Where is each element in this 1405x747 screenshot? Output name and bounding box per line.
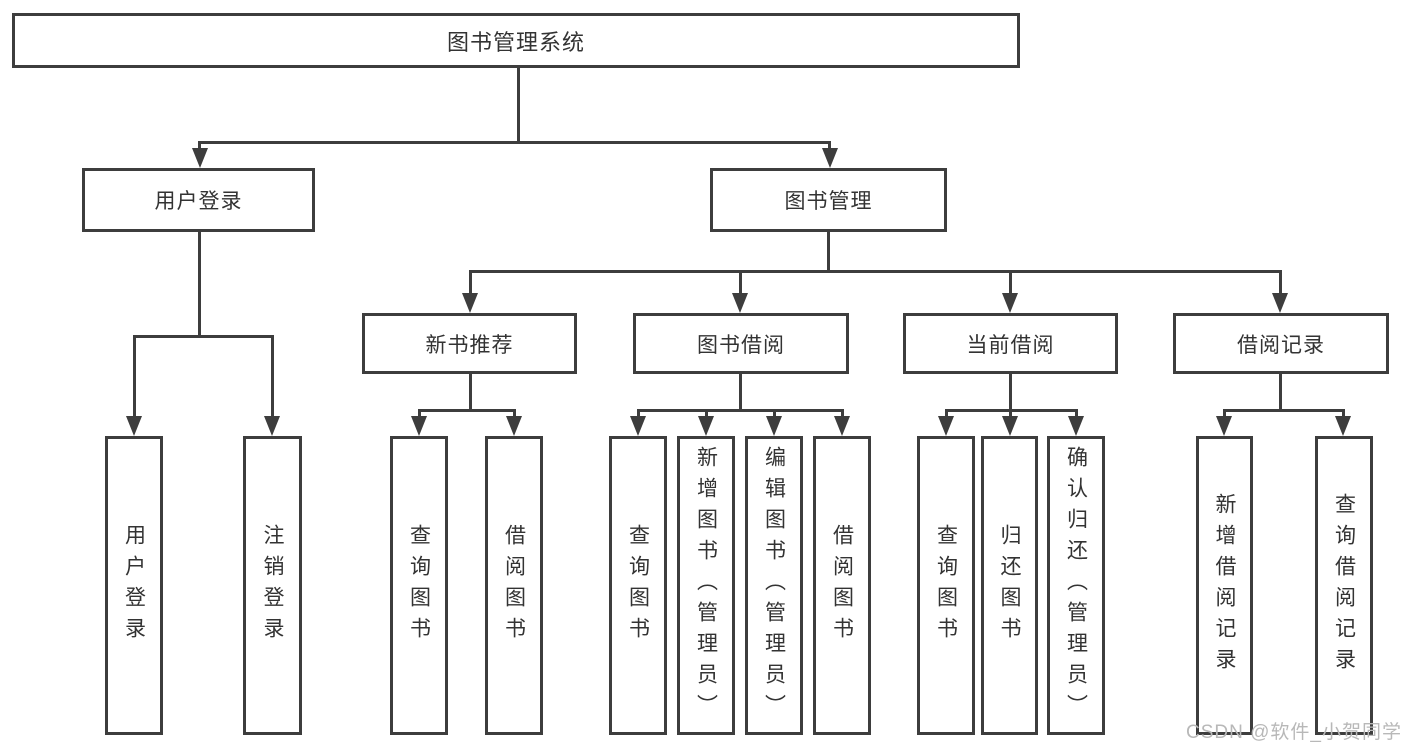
csdn-watermark: CSDN @软件_小贺同学 [1186, 722, 1402, 743]
leaf-label: 借阅图书 [830, 523, 854, 648]
connector-line [637, 409, 640, 421]
connector-line [418, 409, 516, 412]
arrow-down-icon [192, 148, 208, 168]
connector-line [827, 232, 830, 272]
node-label: 用户登录 [154, 190, 243, 213]
leaf-edit-books-admin: 编辑图书（管理员） [745, 436, 803, 735]
leaf-label: 查询借阅记录 [1332, 492, 1356, 679]
leaf-add-books-admin: 新增图书（管理员） [677, 436, 735, 735]
node-book-management: 图书管理 [710, 168, 947, 232]
connector-line [637, 409, 843, 412]
leaf-logout: 注销登录 [243, 436, 302, 735]
arrow-down-icon [630, 416, 646, 436]
leaf-query-books: 查询图书 [609, 436, 667, 735]
leaf-label: 查询图书 [407, 523, 431, 648]
connector-line [945, 409, 948, 421]
node-borrow-records: 借阅记录 [1173, 313, 1389, 374]
connector-line [517, 66, 520, 143]
arrow-down-icon [411, 416, 427, 436]
arrow-down-icon [938, 416, 954, 436]
leaf-label: 查询图书 [626, 523, 650, 648]
leaf-label: 归还图书 [998, 523, 1021, 648]
arrow-down-icon [1002, 416, 1018, 436]
connector-line [198, 141, 201, 151]
leaf-return-books: 归还图书 [981, 436, 1038, 735]
connector-line [705, 409, 708, 421]
arrow-down-icon [834, 416, 850, 436]
leaf-label: 注销登录 [261, 523, 284, 648]
leaf-label: 新增图书（管理员） [694, 446, 718, 725]
node-label: 新书推荐 [425, 333, 514, 357]
arrow-down-icon [462, 293, 478, 313]
connector-line [739, 270, 742, 296]
connector-line [418, 409, 421, 421]
arrow-down-icon [506, 416, 522, 436]
leaf-add-borrow-record: 新增借阅记录 [1196, 436, 1253, 735]
arrow-down-icon [1335, 416, 1351, 436]
arrow-down-icon [1272, 293, 1288, 313]
connector-line [1223, 409, 1226, 421]
node-new-book-recommend: 新书推荐 [362, 313, 577, 374]
leaf-borrow-books: 借阅图书 [485, 436, 543, 735]
connector-line [1223, 409, 1344, 412]
leaf-query-books: 查询图书 [917, 436, 975, 735]
connector-line [469, 374, 472, 412]
connector-line [1009, 374, 1012, 412]
connector-line [1009, 270, 1012, 296]
connector-line [1342, 409, 1345, 421]
connector-line [271, 335, 274, 418]
connector-line [773, 409, 776, 421]
connector-line [469, 270, 472, 296]
leaf-label: 编辑图书（管理员） [762, 446, 786, 725]
node-library-management-system: 图书管理系统 [12, 13, 1020, 68]
connector-line [513, 409, 516, 421]
connector-line [828, 141, 831, 151]
leaf-label: 用户登录 [122, 523, 146, 648]
leaf-query-borrow-record: 查询借阅记录 [1315, 436, 1373, 735]
leaf-confirm-return-admin: 确认归还（管理员） [1047, 436, 1105, 735]
connector-line [1075, 409, 1078, 421]
node-label: 图书管理 [784, 190, 873, 213]
node-label: 图书借阅 [697, 333, 785, 357]
connector-line [133, 335, 136, 418]
leaf-label: 新增借阅记录 [1213, 492, 1236, 679]
leaf-query-books: 查询图书 [390, 436, 448, 735]
connector-line [198, 141, 831, 144]
connector-line [1009, 409, 1012, 421]
leaf-user-login: 用户登录 [105, 436, 163, 735]
connector-line [198, 232, 201, 338]
connector-line [469, 270, 1282, 273]
arrow-down-icon [1216, 416, 1232, 436]
arrow-down-icon [822, 148, 838, 168]
leaf-borrow-books: 借阅图书 [813, 436, 871, 735]
connector-line [841, 409, 844, 421]
node-book-borrow: 图书借阅 [633, 313, 849, 374]
connector-line [1279, 374, 1282, 412]
node-current-borrow: 当前借阅 [903, 313, 1118, 374]
arrow-down-icon [732, 293, 748, 313]
connector-line [1279, 270, 1282, 296]
leaf-label: 借阅图书 [502, 523, 526, 648]
arrow-down-icon [698, 416, 714, 436]
node-label: 图书管理系统 [446, 29, 585, 55]
connector-line [739, 374, 742, 412]
leaf-label: 查询图书 [934, 523, 958, 648]
connector-line [133, 335, 274, 338]
leaf-label: 确认归还（管理员） [1064, 446, 1088, 725]
arrow-down-icon [126, 416, 142, 436]
arrow-down-icon [1068, 416, 1084, 436]
node-label: 当前借阅 [966, 333, 1055, 357]
node-user-login: 用户登录 [82, 168, 315, 232]
arrow-down-icon [264, 416, 280, 436]
arrow-down-icon [766, 416, 782, 436]
node-label: 借阅记录 [1237, 333, 1325, 357]
arrow-down-icon [1002, 293, 1018, 313]
